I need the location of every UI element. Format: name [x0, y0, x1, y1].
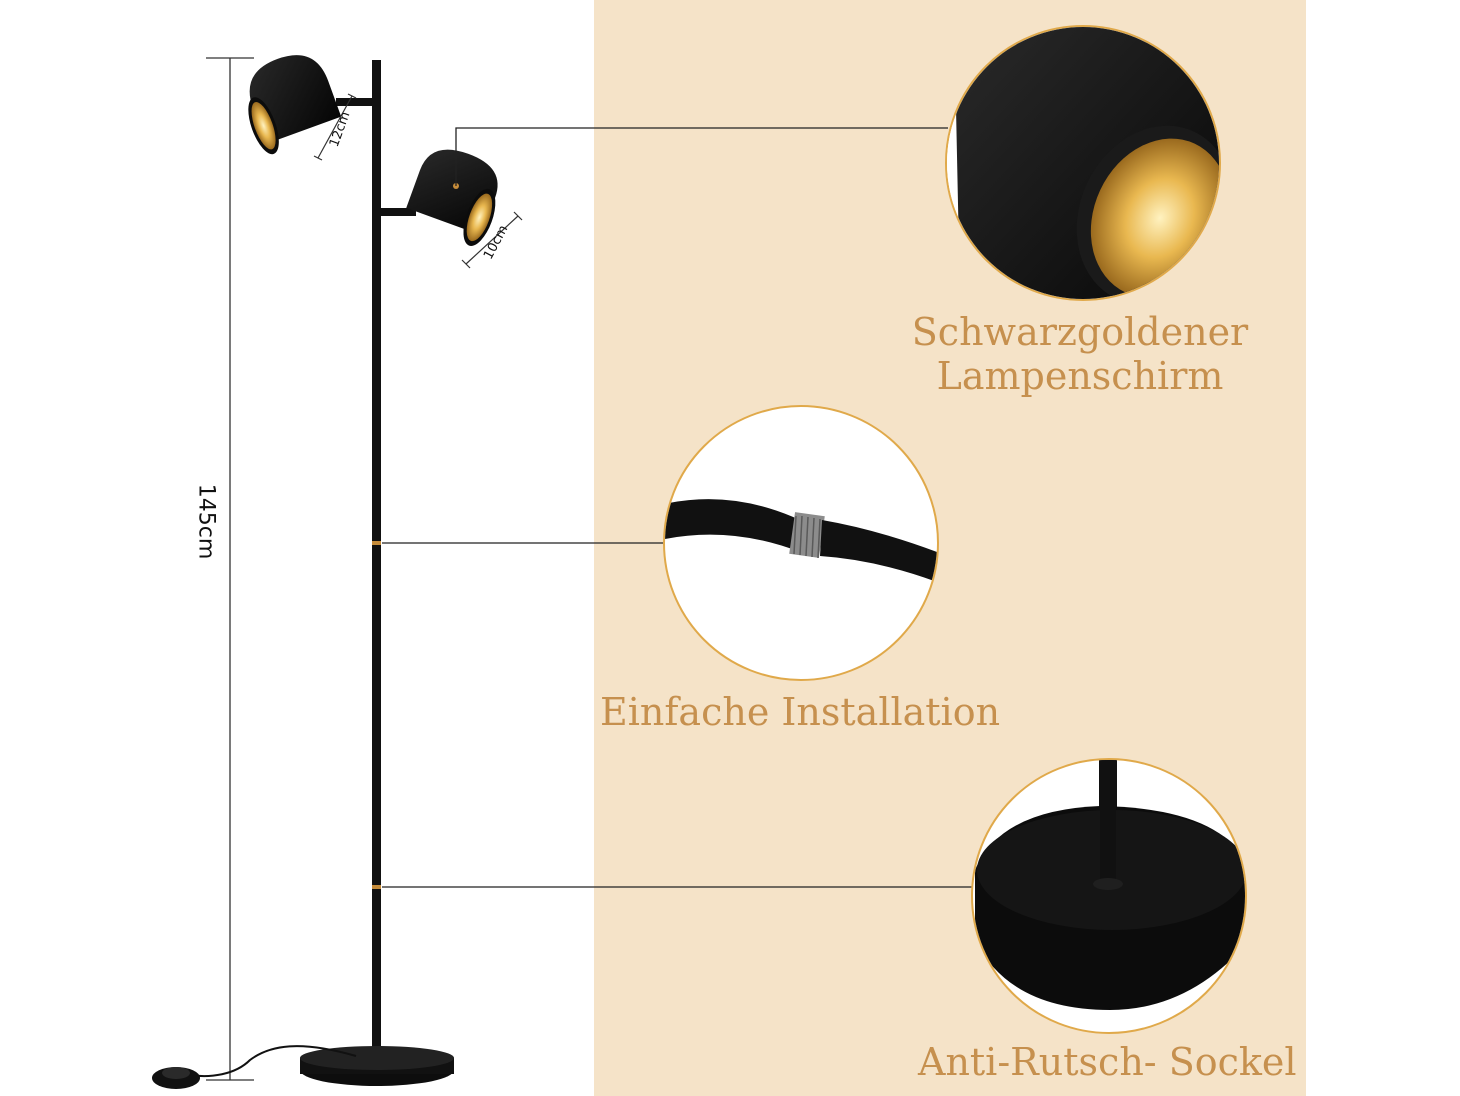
power-cable	[189, 1045, 357, 1078]
lower-lamp-shade	[406, 149, 498, 246]
lower-shade-dimension-line	[461, 211, 523, 269]
height-dimension-label: 145cm	[193, 483, 219, 560]
installation-detail-circle	[663, 405, 939, 681]
leader-lines	[382, 127, 973, 888]
shade-detail-circle	[945, 25, 1221, 301]
lamp-pole	[372, 60, 381, 1072]
lamp-base-top	[300, 1046, 454, 1070]
foot-switch-top	[162, 1067, 190, 1079]
shade-feature-line2: Lampenschirm	[936, 354, 1224, 398]
shade-feature-line1: Schwarzgoldener	[911, 310, 1249, 354]
pole-joint-middle	[372, 541, 381, 545]
height-dimension-line	[206, 57, 254, 1081]
installation-feature-label: Einfache Installation	[600, 690, 1001, 734]
pole-joint-lower	[372, 885, 381, 889]
upper-arm	[336, 98, 376, 106]
base-feature-label: Anti-Rutsch- Sockel	[918, 1040, 1297, 1084]
lower-arm	[380, 208, 416, 216]
upper-shade-dimension-line	[313, 93, 357, 161]
upper-lamp-shade	[248, 55, 342, 155]
shade-feature-label: Schwarzgoldener Lampenschirm	[905, 310, 1255, 398]
base-detail-circle	[971, 758, 1247, 1034]
